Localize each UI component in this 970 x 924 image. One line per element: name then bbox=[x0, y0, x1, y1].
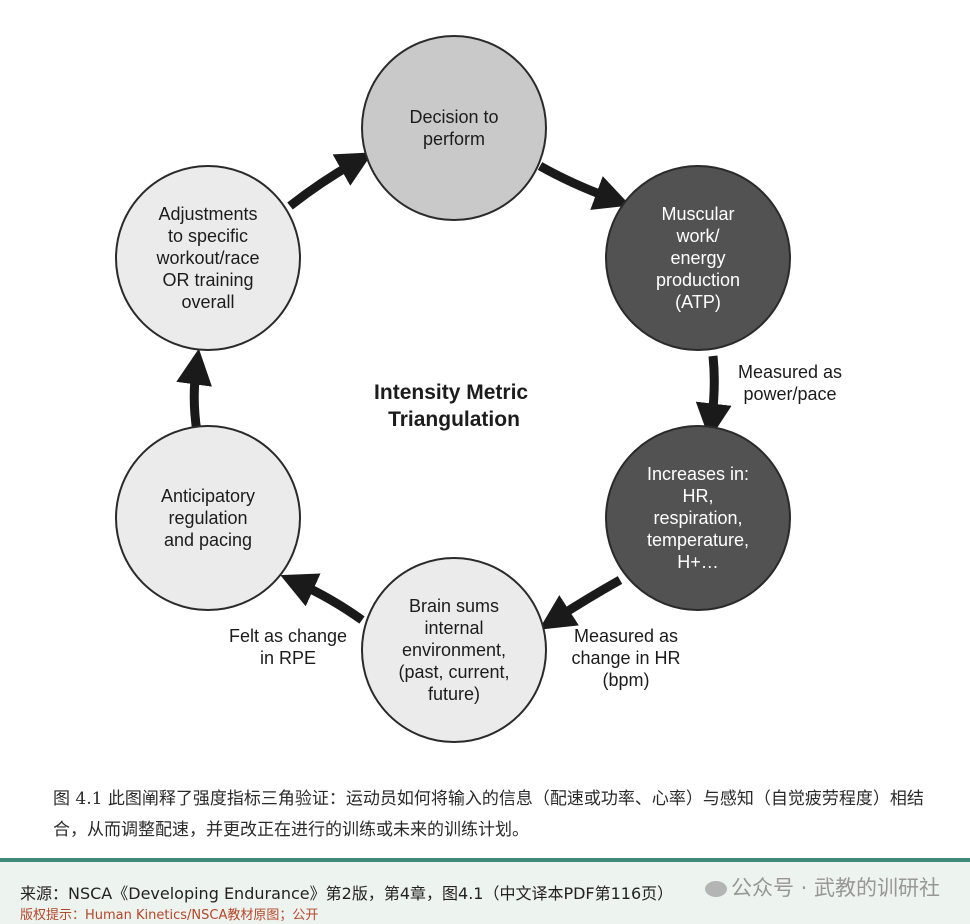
edge-label-hr-line-2: change in HR bbox=[571, 648, 680, 668]
cycle-arrow-4 bbox=[280, 573, 365, 624]
cycle-arrow-5 bbox=[176, 348, 212, 433]
center-title-line-2: Triangulation bbox=[388, 408, 520, 431]
wechat-icon bbox=[704, 881, 727, 897]
node-brain-line-5: future) bbox=[428, 684, 480, 704]
figure-caption: 图 4.1 此图阐释了强度指标三角验证：运动员如何将输入的信息（配速或功率、心率… bbox=[53, 789, 924, 840]
watermark: 公众号 · 武教的训研社 bbox=[704, 872, 940, 902]
cycle-arrow-3 bbox=[538, 576, 623, 630]
node-adjustments-line-4: OR training bbox=[162, 270, 253, 290]
edge-label-power-line-2: power/pace bbox=[743, 384, 836, 404]
node-brain-line-4: (past, current, bbox=[398, 662, 509, 682]
node-muscular-line-3: energy bbox=[670, 248, 725, 268]
node-increases-label: Increases in:HR,respiration,temperature,… bbox=[647, 464, 749, 572]
cycle-arrow-1 bbox=[537, 162, 631, 210]
node-increases-line-2: HR, bbox=[683, 486, 714, 506]
node-decision-line-2: perform bbox=[423, 129, 485, 149]
node-brain-line-2: internal bbox=[424, 618, 483, 638]
edge-label-hr-line-3: (bpm) bbox=[602, 670, 649, 690]
node-muscular-line-2: work/ bbox=[675, 226, 719, 246]
node-increases-line-4: temperature, bbox=[647, 530, 749, 550]
node-brain-circle bbox=[361, 557, 547, 743]
node-adjustments-line-1: Adjustments bbox=[158, 204, 257, 224]
node-muscular-line-5: (ATP) bbox=[675, 292, 721, 312]
center-title: Intensity Metric Triangulation bbox=[374, 381, 534, 431]
node-brain-line-3: environment, bbox=[402, 640, 506, 660]
cycle-arrow-6 bbox=[287, 152, 373, 210]
edge-label-rpe-line-2: in RPE bbox=[260, 648, 316, 668]
source-footer: 来源：NSCA《Developing Endurance》第2版，第4章，图4.… bbox=[0, 858, 970, 924]
node-anticipatory-line-2: regulation bbox=[168, 508, 247, 528]
node-decision-line-1: Decision to bbox=[409, 107, 498, 127]
node-increases-line-5: H+… bbox=[677, 552, 719, 572]
node-adjustments-line-3: workout/race bbox=[155, 248, 259, 268]
node-muscular-line-1: Muscular bbox=[661, 204, 734, 224]
edge-label-hr-line-1: Measured as bbox=[574, 626, 678, 646]
watermark-text: 公众号 · 武教的训研社 bbox=[730, 876, 940, 900]
node-brain-line-1: Brain sums bbox=[409, 596, 499, 616]
source-text: 来源：NSCA《Developing Endurance》第2版，第4章，图4.… bbox=[20, 884, 674, 903]
center-title-line-1: Intensity Metric bbox=[374, 381, 528, 404]
node-adjustments-circle bbox=[115, 165, 301, 351]
node-increases-line-1: Increases in: bbox=[647, 464, 749, 484]
node-increases: Increases in:HR,respiration,temperature,… bbox=[605, 425, 791, 611]
node-anticipatory-circle bbox=[115, 425, 301, 611]
edge-label-power-line-1: Measured as bbox=[738, 362, 842, 382]
copyright-text: 版权提示：Human Kinetics/NSCA教材原图；公开 bbox=[20, 908, 319, 923]
node-anticipatory-line-3: and pacing bbox=[164, 530, 252, 550]
cycle-arrow-2 bbox=[695, 355, 732, 440]
node-decision-circle bbox=[361, 35, 547, 221]
node-adjustments-line-2: to specific bbox=[168, 226, 248, 246]
node-muscular-line-4: production bbox=[656, 270, 740, 290]
node-anticipatory-line-1: Anticipatory bbox=[161, 486, 255, 506]
edge-label-rpe-line-1: Felt as change bbox=[229, 626, 347, 646]
node-muscular-circle bbox=[605, 165, 791, 351]
node-adjustments-line-5: overall bbox=[181, 292, 234, 312]
node-increases-line-3: respiration, bbox=[653, 508, 742, 528]
node-increases-circle bbox=[605, 425, 791, 611]
